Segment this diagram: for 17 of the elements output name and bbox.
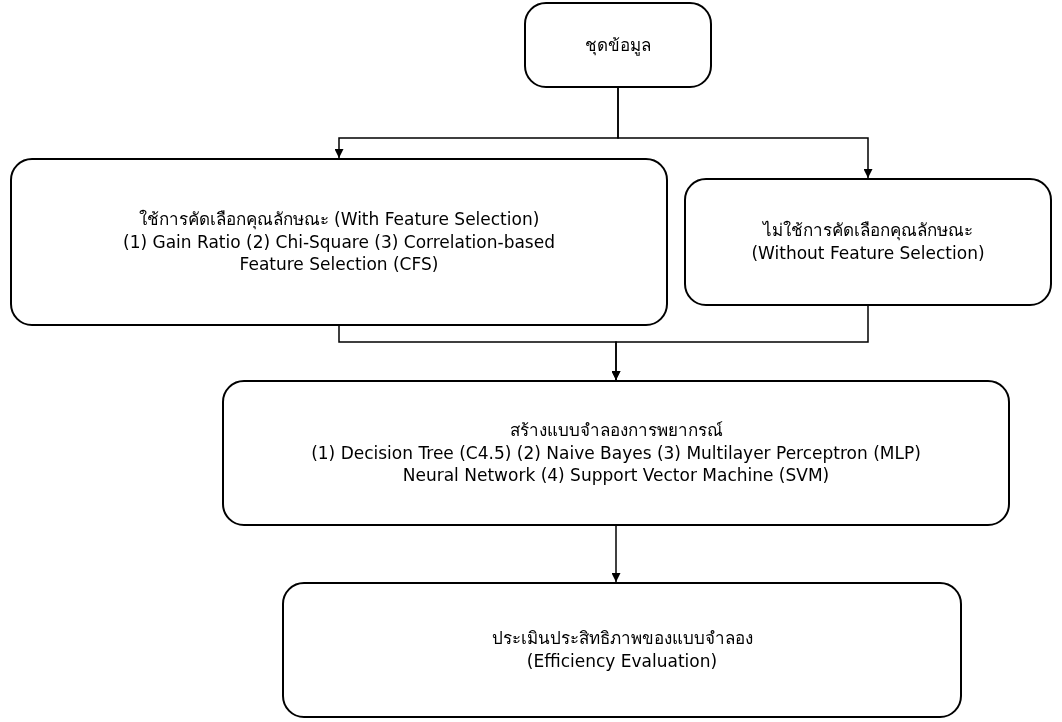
box-text: สร้างแบบจำลองการพยากรณ์: [509, 418, 723, 442]
process-box: [524, 2, 712, 88]
arrow: [611, 305, 869, 381]
process-box: [10, 158, 668, 326]
box-text: ชุดข้อมูล: [585, 33, 651, 57]
box-text: (Efficiency Evaluation): [526, 650, 718, 673]
box-text: ประเมินประสิทธิภาพของแบบจำลอง: [491, 627, 753, 650]
process-box: [222, 380, 1010, 526]
box-text: ใช้การคัดเลือกคุณลักษณะ (With Feature Selection): [138, 207, 540, 231]
box-text: ไม่ใช้การคัดเลือกคุณลักษณะ: [763, 219, 973, 242]
box-text: (1) Gain Ratio (2) Chi-Square (3) Correlation-based Feature Selection (CFS): [122, 230, 556, 277]
arrow: [611, 525, 621, 583]
process-box: [684, 178, 1052, 306]
box-text: (1) Decision Tree (C4.5) (2) Naive Bayes (3) Multilayer Perceptron (MLP) Neural Network (4) Support Vector Machine (SVM): [310, 441, 922, 488]
arrow: [617, 87, 873, 179]
process-box: [282, 582, 962, 718]
box-text: (Without Feature Selection): [751, 242, 985, 265]
